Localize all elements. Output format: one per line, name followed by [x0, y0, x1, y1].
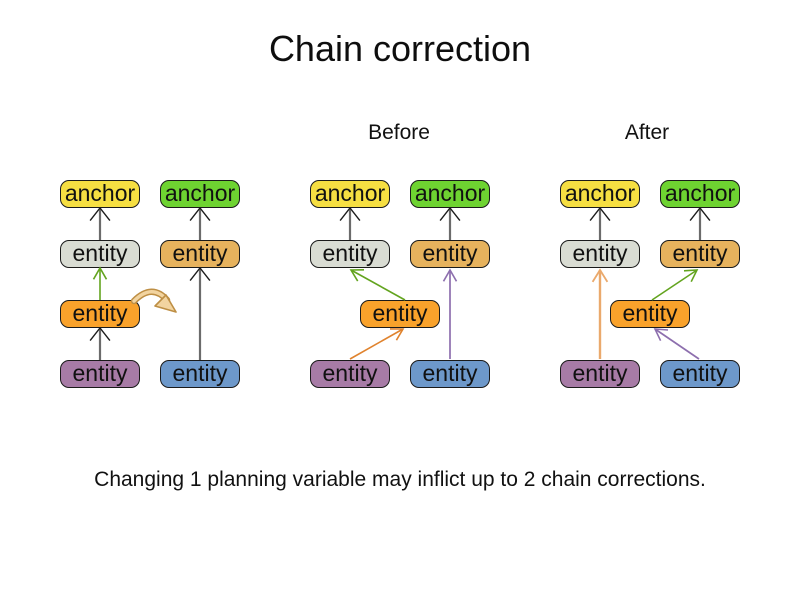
after-entity-box: entity [560, 240, 640, 268]
left-anchor-box: anchor [160, 180, 240, 208]
before-label: Before [368, 121, 430, 144]
after-entity-box: entity [660, 240, 740, 268]
left-entity-box: entity [60, 360, 140, 388]
after-entity-box: entity [560, 360, 640, 388]
left-entity-box: entity [160, 240, 240, 268]
after-entity-box: entity [660, 360, 740, 388]
before-anchor-box: anchor [410, 180, 490, 208]
left-anchor-box: anchor [60, 180, 140, 208]
caption-text: Changing 1 planning variable may inflict… [94, 468, 706, 491]
before-anchor-box: anchor [310, 180, 390, 208]
before-entity-box: entity [410, 240, 490, 268]
after-anchor-box: anchor [560, 180, 640, 208]
after-entity-box: entity [610, 300, 690, 328]
page-title: Chain correction [268, 28, 532, 69]
left-entity-box: entity [160, 360, 240, 388]
before-entity-box: entity [310, 360, 390, 388]
before-entity-box: entity [310, 240, 390, 268]
before-entity-box: entity [410, 360, 490, 388]
left-entity-box: entity [60, 240, 140, 268]
before-entity-box: entity [360, 300, 440, 328]
after-anchor-box: anchor [660, 180, 740, 208]
after-label: After [624, 121, 670, 144]
left-entity-box: entity [60, 300, 140, 328]
